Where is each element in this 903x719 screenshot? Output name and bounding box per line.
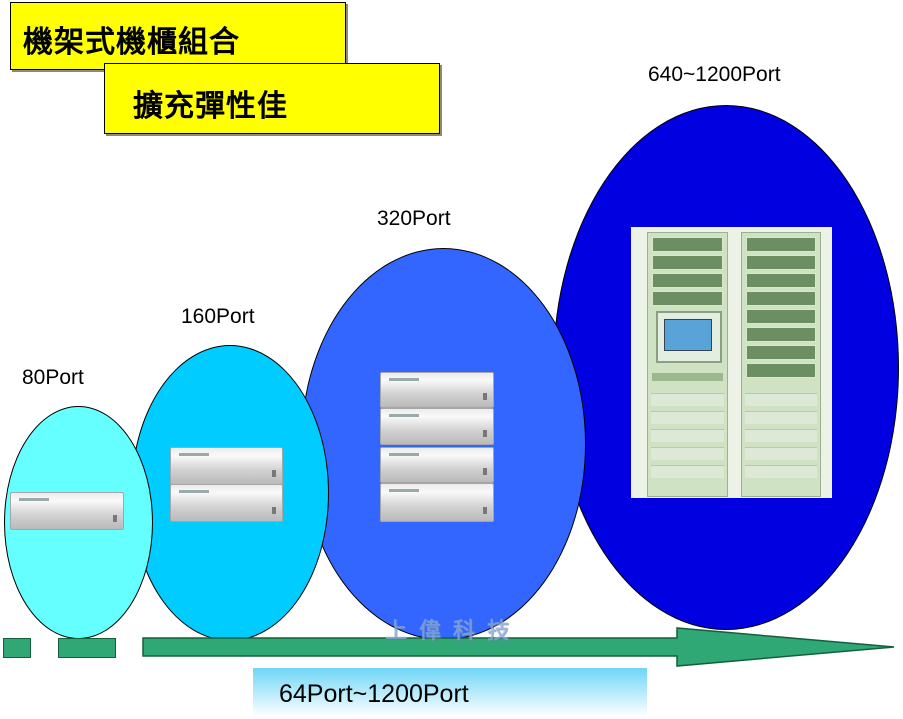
arrow-dash (3, 638, 31, 658)
tier-3-device-unit (380, 372, 494, 408)
tier-2-label: 160Port (181, 305, 255, 328)
title-secondary: 擴充彈性佳 (133, 89, 288, 124)
tier-2-device-unit (170, 447, 283, 485)
rack-cabinet (741, 232, 821, 497)
monitor-icon (656, 311, 722, 363)
tier-1-device-unit (10, 492, 124, 530)
tier-4-label: 640~1200Port (648, 63, 781, 86)
tier-1-label: 80Port (22, 366, 84, 389)
range-label: 64Port~1200Port (279, 680, 469, 708)
tier-4-rack-image (631, 227, 832, 498)
tier-3-device-unit (380, 447, 494, 483)
title-box-primary: 機架式機櫃組合 (10, 2, 346, 70)
tier-3-device-unit (380, 483, 494, 522)
tier-3-device-unit (380, 408, 494, 445)
tier-3-label: 320Port (377, 207, 451, 230)
title-primary: 機架式機櫃組合 (23, 25, 240, 60)
watermark-text: 上偉科技 (385, 619, 522, 644)
range-bar: 64Port~1200Port (253, 668, 647, 717)
tier-2-device-unit (170, 484, 283, 522)
growth-arrow (142, 627, 895, 667)
title-box-secondary: 擴充彈性佳 (104, 63, 440, 134)
rack-cabinet (647, 232, 728, 497)
arrow-dash (58, 638, 116, 658)
